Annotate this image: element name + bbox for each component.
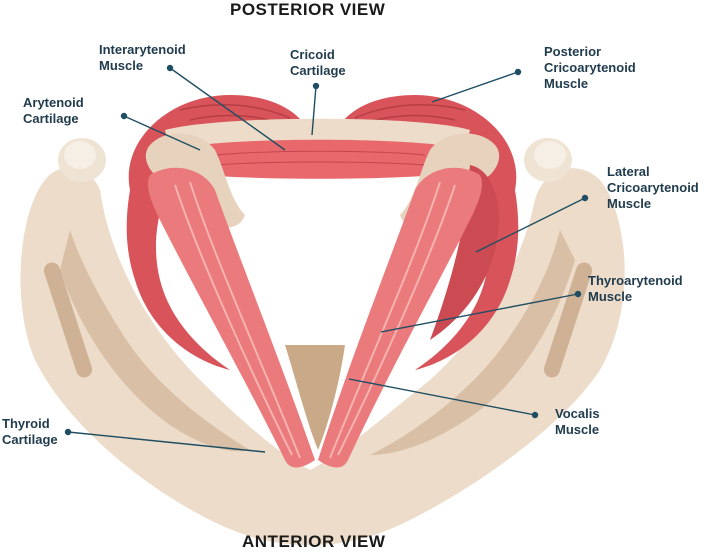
posterior-view-title: POSTERIOR VIEW [230, 0, 386, 19]
thyroid-cartilage-shadow-left [60, 230, 250, 452]
anterior-view-title: ANTERIOR VIEW [242, 532, 386, 551]
lateral-cricoarytenoid-shape [430, 165, 499, 340]
thyroarytenoid-right [318, 167, 482, 468]
thyroid-cartilage-shadow-right [370, 230, 575, 455]
interarytenoid-muscle-shape [200, 139, 440, 179]
leader-lines [64, 64, 589, 453]
central-notch [285, 345, 345, 450]
thyroid-cartilage-shape [20, 167, 625, 545]
